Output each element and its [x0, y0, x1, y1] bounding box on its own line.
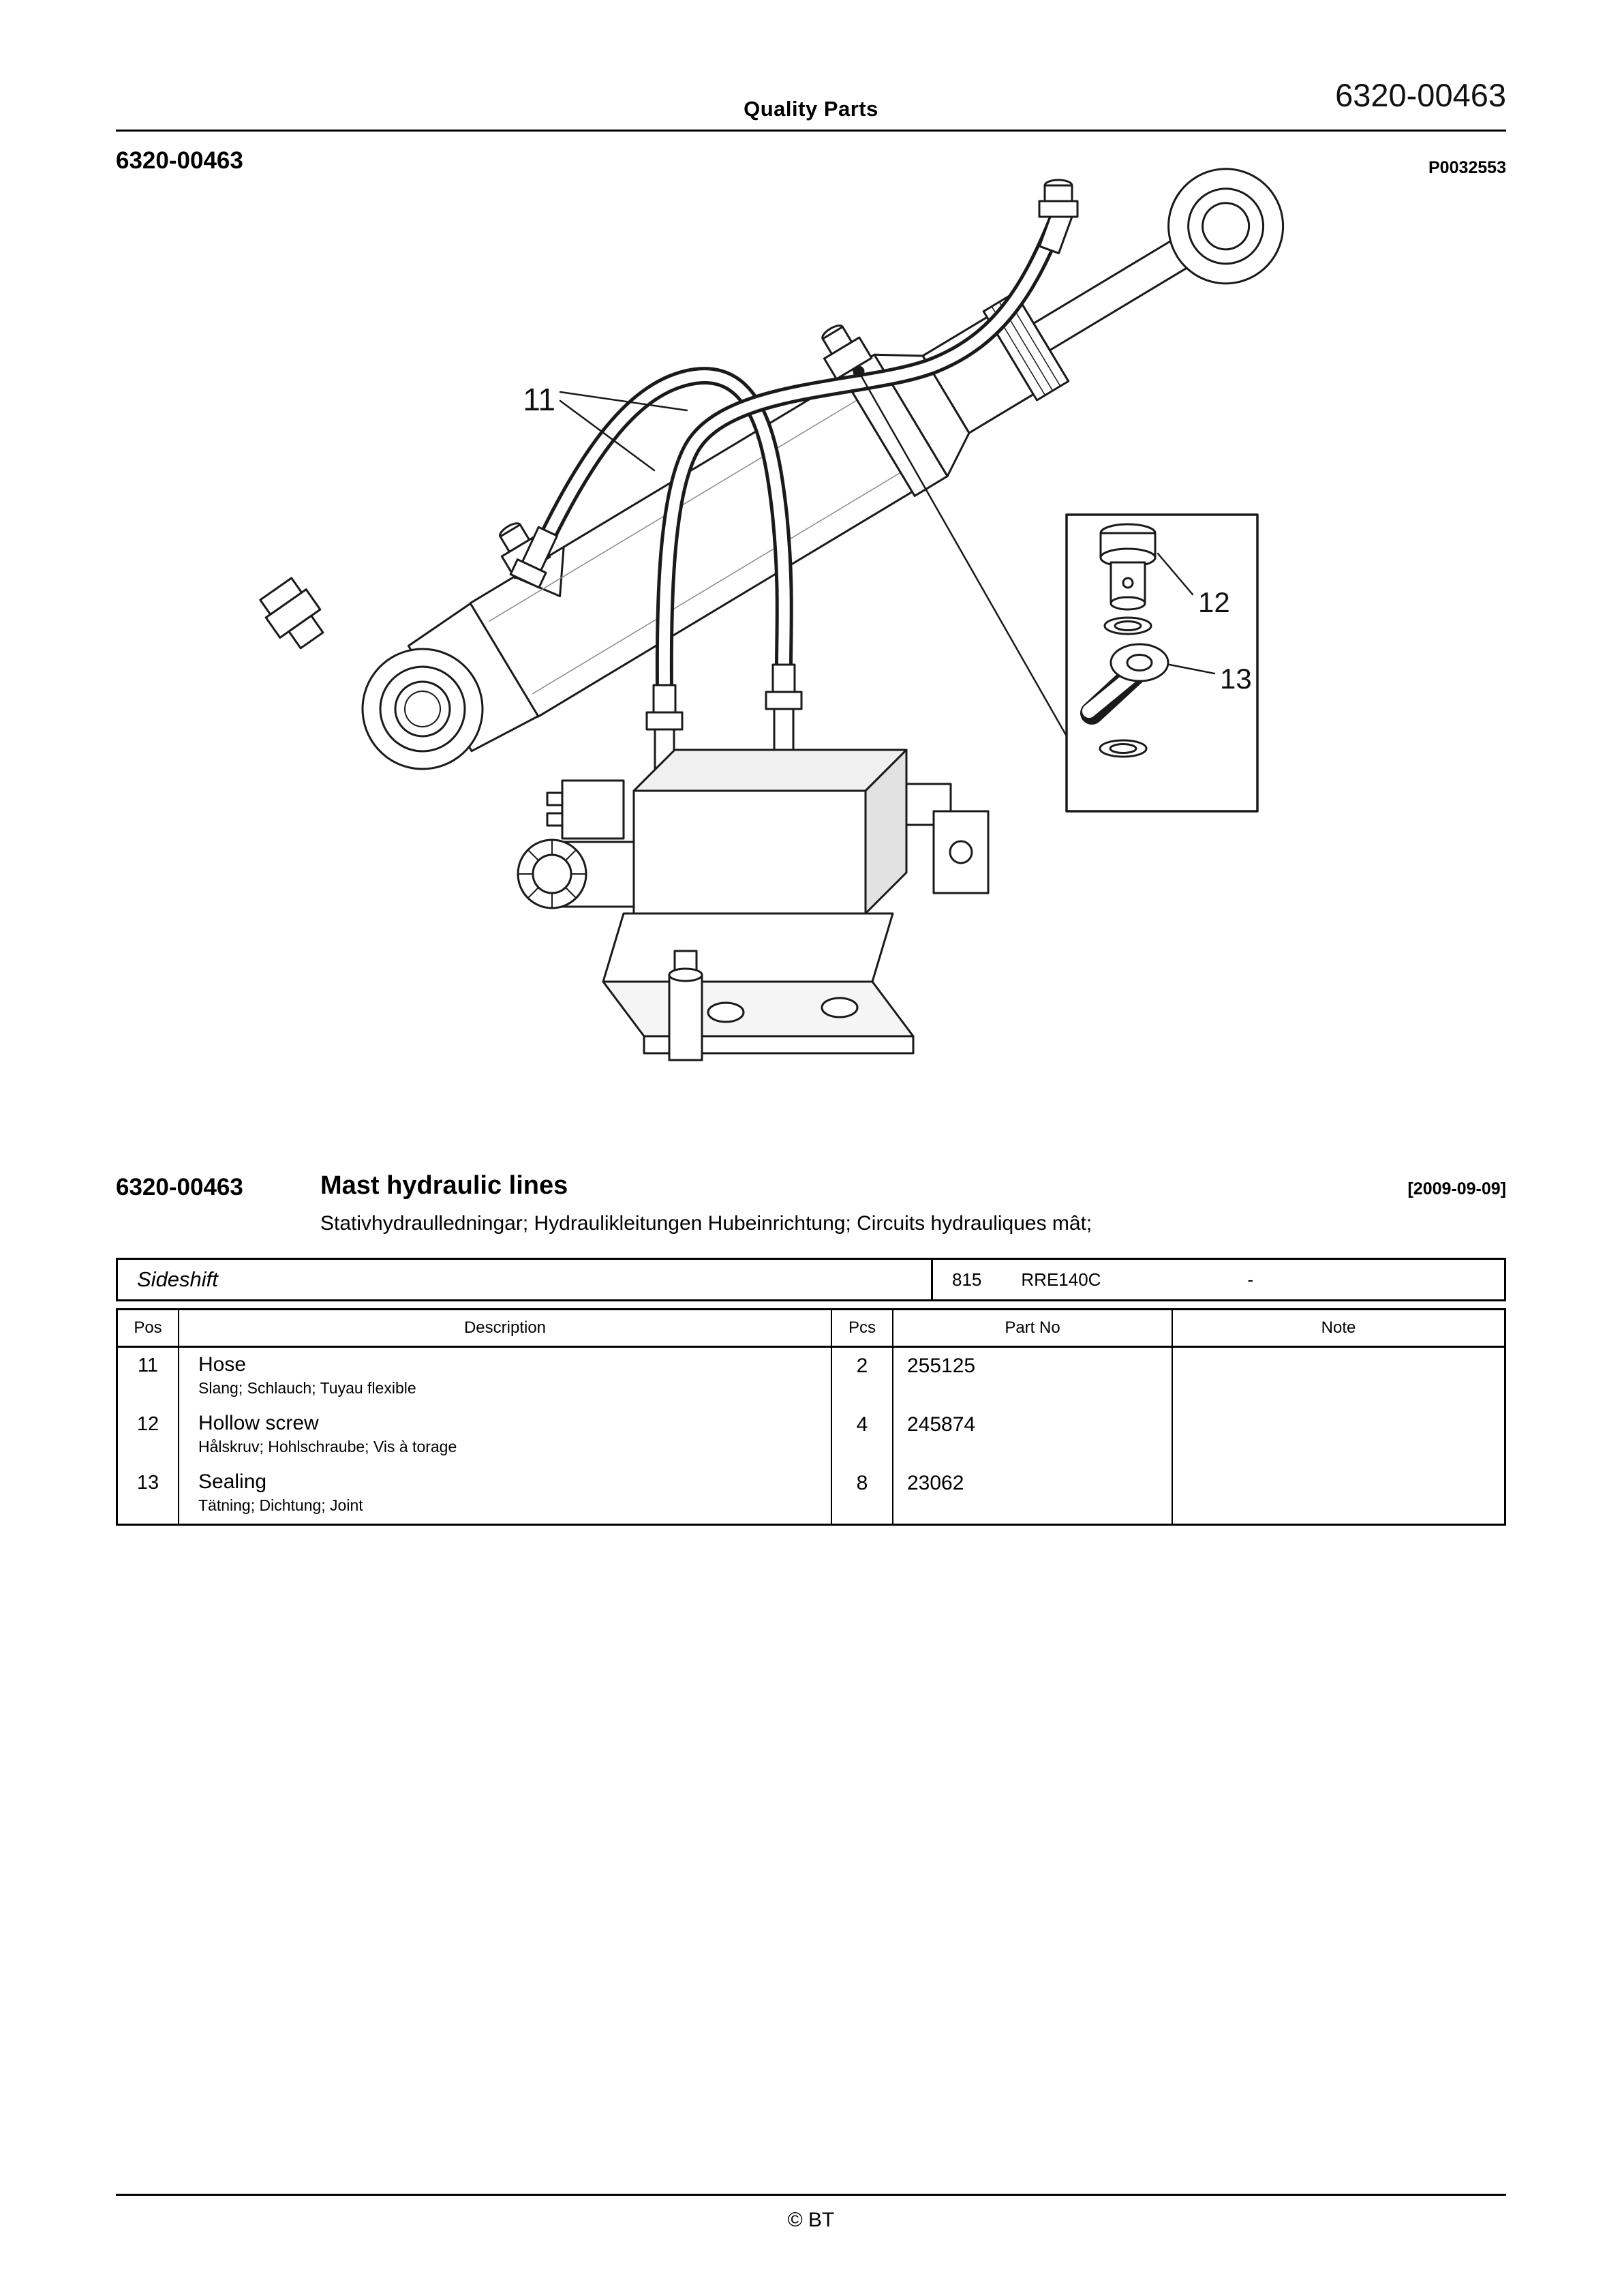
header-doc-number: 6320-00463 — [1335, 77, 1506, 113]
variant-name: Sideshift — [118, 1260, 933, 1299]
col-header-pcs: Pcs — [832, 1310, 893, 1346]
callout-12-label: 12 — [1198, 586, 1230, 618]
figure: 11 12 13 — [116, 136, 1506, 1159]
detail-box-drawing — [1065, 513, 1259, 813]
cell-pcs: 2 — [832, 1348, 893, 1406]
cell-pos: 12 — [118, 1406, 179, 1465]
description-main: Hollow screw — [198, 1412, 319, 1434]
cell-pcs: 4 — [832, 1406, 893, 1465]
header-center-title: Quality Parts — [744, 97, 878, 121]
cell-part-no: 255125 — [893, 1348, 1173, 1406]
description-alt: Hålskruv; Hohlschraube; Vis à torage — [198, 1438, 457, 1455]
technical-drawing-svg: 11 12 13 — [259, 168, 1285, 1061]
section-date: [2009-09-09] — [1407, 1179, 1506, 1198]
description-main: Hose — [198, 1353, 247, 1376]
col-header-pos: Pos — [118, 1310, 179, 1346]
leader-lines — [559, 365, 1216, 736]
variant-code: 815 — [952, 1269, 982, 1290]
table-row: 12 Hollow screw Hålskruv; Hohlschraube; … — [118, 1406, 1504, 1465]
col-header-description: Description — [179, 1310, 832, 1346]
hose-drawing — [509, 179, 1079, 689]
cell-pos: 11 — [118, 1348, 179, 1406]
section-code: 6320-00463 — [116, 1174, 243, 1200]
cell-pcs: 8 — [832, 1465, 893, 1524]
cell-description: Hollow screw Hålskruv; Hohlschraube; Vis… — [179, 1406, 832, 1465]
cell-description: Hose Slang; Schlauch; Tuyau flexible — [179, 1348, 832, 1406]
description-main: Sealing — [198, 1470, 267, 1493]
image-code: P0032553 — [1428, 158, 1506, 177]
base-elbow-fitting-drawing — [259, 577, 324, 650]
cell-pos: 13 — [118, 1465, 179, 1524]
cell-note — [1173, 1406, 1504, 1465]
table-header-row: Pos Description Pcs Part No Note — [118, 1310, 1504, 1348]
header-rule — [116, 130, 1506, 132]
callout-13-label: 13 — [1220, 663, 1252, 695]
description-alt: Slang; Schlauch; Tuyau flexible — [198, 1379, 416, 1397]
table-row: 13 Sealing Tätning; Dichtung; Joint 8 23… — [118, 1465, 1504, 1524]
page-code: 6320-00463 — [116, 147, 243, 174]
table-row: 11 Hose Slang; Schlauch; Tuyau flexible … — [118, 1348, 1504, 1406]
section-title: Mast hydraulic lines — [320, 1171, 568, 1200]
valve-block-drawing — [517, 663, 990, 1061]
cell-part-no: 245874 — [893, 1406, 1173, 1465]
cell-part-no: 23062 — [893, 1465, 1173, 1524]
parts-table: Sideshift 815 RRE140C - Pos Description … — [116, 1258, 1506, 1526]
footer-rule — [116, 2194, 1506, 2196]
cell-note — [1173, 1465, 1504, 1524]
description-alt: Tätning; Dichtung; Joint — [198, 1496, 363, 1514]
footer-copyright: © BT — [787, 2209, 835, 2231]
cell-note — [1173, 1348, 1504, 1406]
variant-model: RRE140C — [1021, 1269, 1101, 1290]
variant-serial: - — [1247, 1269, 1254, 1290]
col-header-part-no: Part No — [893, 1310, 1173, 1346]
callout-11-label: 11 — [523, 382, 555, 417]
variant-row: Sideshift 815 RRE140C - — [116, 1258, 1506, 1301]
col-header-note: Note — [1321, 1318, 1356, 1337]
cell-description: Sealing Tätning; Dichtung; Joint — [179, 1465, 832, 1524]
section-subtitle: Stativhydraulledningar; Hydraulikleitung… — [320, 1212, 1092, 1235]
